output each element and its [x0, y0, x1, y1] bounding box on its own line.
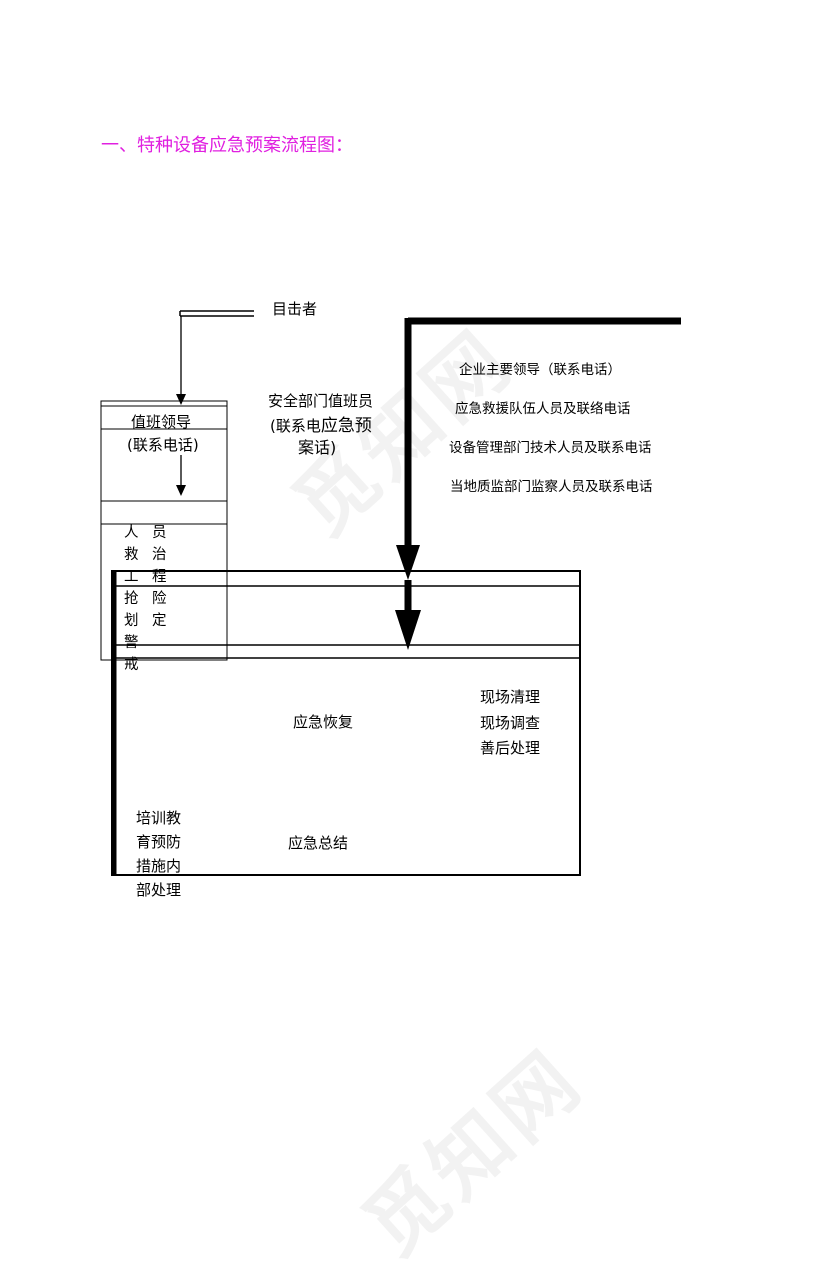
- flowchart-lines: [100, 310, 681, 876]
- vertical-text-right: 员治程险定: [152, 525, 167, 629]
- cleanup-item: 现场调查: [480, 714, 541, 732]
- security-duty-phone: (联系电应急预: [270, 416, 372, 436]
- vertical-text-left: 人救工抢划警戒: [124, 525, 139, 673]
- duty-leader-phone: (联系电话): [127, 436, 199, 454]
- contact-item: 企业主要领导（联系电话）: [459, 362, 621, 378]
- emergency-recovery-label: 应急恢复: [293, 713, 354, 731]
- cleanup-item: 善后处理: [480, 739, 541, 757]
- cleanup-item: 现场清理: [480, 688, 541, 706]
- contact-item: 设备管理部门技术人员及联系电话: [449, 440, 652, 456]
- security-duty-label: 安全部门值班员: [268, 392, 374, 410]
- arrow-head-icon: [176, 394, 186, 405]
- contact-item: 应急救援队伍人员及联络电话: [455, 401, 631, 417]
- duty-leader-box: [100, 400, 228, 661]
- emergency-summary-label: 应急总结: [288, 834, 349, 852]
- security-duty-phone-end: 案话): [298, 438, 337, 457]
- arrow-head-icon: [176, 485, 186, 496]
- witness-label: 目击者: [272, 300, 318, 318]
- contact-item: 当地质监部门监察人员及联系电话: [450, 479, 653, 495]
- duty-leader-label: 值班领导: [131, 413, 192, 431]
- arrow-head-icon: [395, 610, 421, 650]
- arrow-head-icon: [396, 545, 420, 580]
- page-title: 一、特种设备应急预案流程图：: [101, 135, 353, 156]
- training-label: 培训教育预防措施内部处理: [136, 809, 182, 899]
